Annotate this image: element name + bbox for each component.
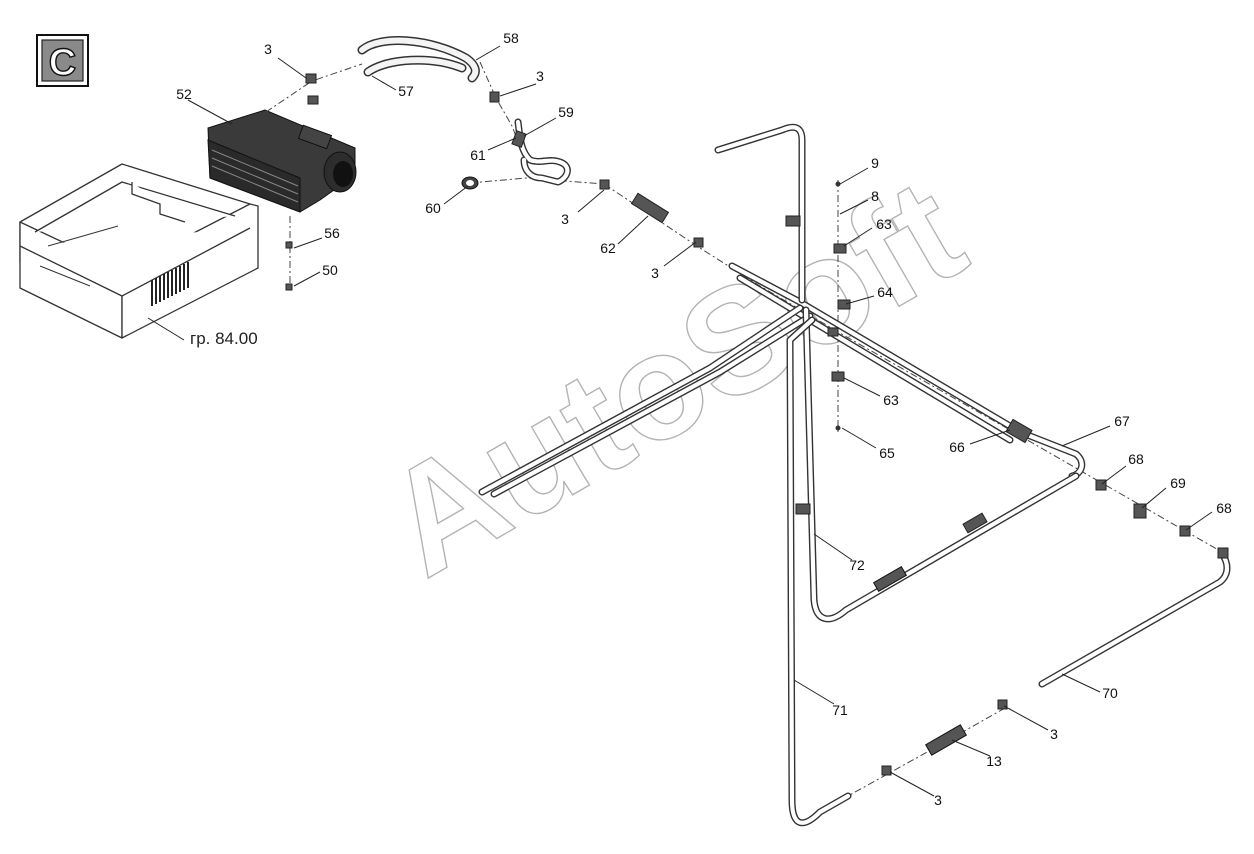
callouts: 3 58 52 57 3 59 61 60 3 62 3 56 50 9 8 6… [176,30,1232,808]
callout-71: 71 [832,702,848,718]
callout-69: 69 [1170,475,1186,491]
reference-label: гр. 84.00 [190,329,258,348]
section-badge: C [36,34,89,87]
callout-3: 3 [264,41,272,57]
callout-65: 65 [879,445,895,461]
fittings [285,73,1229,776]
callout-3: 3 [651,265,659,281]
pipes [357,36,1231,827]
section-badge-letter: C [49,42,76,84]
callout-63: 63 [883,392,899,408]
watermark: AutoSoft [357,146,989,608]
callout-72: 72 [849,557,865,573]
callout-62: 62 [600,240,616,256]
callout-58: 58 [503,30,519,46]
callout-60: 60 [425,200,441,216]
callout-68: 68 [1128,451,1144,467]
callout-52: 52 [176,86,192,102]
callout-3: 3 [934,792,942,808]
callout-56: 56 [324,225,340,241]
callout-63: 63 [876,216,892,232]
callout-64: 64 [877,284,893,300]
callout-8: 8 [871,188,879,204]
leader-lines [147,45,1213,797]
clamp-3a [305,73,317,84]
callout-70: 70 [1102,685,1118,701]
callout-3: 3 [561,211,569,227]
callout-59: 59 [558,104,574,120]
heater-unit [207,109,357,213]
callout-68: 68 [1216,500,1232,516]
cabinet-enclosure [19,163,259,339]
callout-9: 9 [871,155,879,171]
callout-50: 50 [322,262,338,278]
callout-57: 57 [398,83,414,99]
callout-3: 3 [1050,726,1058,742]
callout-13: 13 [986,753,1002,769]
callout-67: 67 [1114,413,1130,429]
callout-3: 3 [536,68,544,84]
callout-66: 66 [949,439,965,455]
callout-61: 61 [470,147,486,163]
